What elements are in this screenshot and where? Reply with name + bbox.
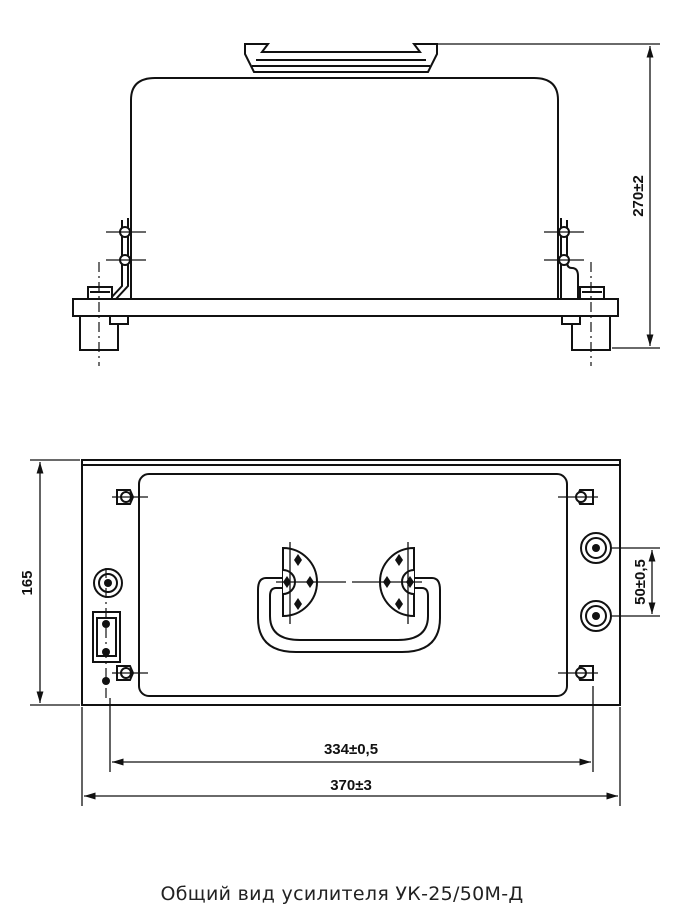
- top-handle: [244, 43, 438, 73]
- inner-length-dimension: 334±0,5: [109, 686, 594, 772]
- right-terminals: [580, 532, 612, 632]
- right-bracket: [544, 218, 605, 300]
- inner-housing: [138, 473, 568, 697]
- overall-length-dimension: 370±3: [81, 707, 621, 806]
- corner-screw-bottom-left: [112, 665, 148, 681]
- housing-body: [130, 77, 559, 300]
- left-bracket: [87, 218, 146, 300]
- height-dimension: 270±2: [437, 43, 660, 349]
- corner-screw-bottom-right: [558, 665, 598, 681]
- outer-plate: [81, 459, 621, 706]
- hole-spacing-label: 50±0,5: [632, 559, 649, 605]
- handle-top-view: [257, 542, 441, 653]
- corner-screw-top-right: [558, 489, 598, 505]
- side-view: 270±2: [72, 43, 660, 366]
- top-view: 165 50±0,5 334±0,5 370±3: [19, 459, 660, 806]
- left-terminal: [92, 568, 123, 700]
- height-dimension-label: 270±2: [630, 175, 647, 217]
- overall-length-label: 370±3: [330, 777, 372, 794]
- depth-dimension-label: 165: [19, 570, 36, 595]
- hole-spacing-dimension: 50±0,5: [612, 547, 660, 617]
- base-plate: [72, 298, 619, 317]
- figure-caption: Общий вид усилителя УК-25/50М-Д: [160, 883, 524, 905]
- depth-dimension: 165: [19, 459, 80, 706]
- inner-length-label: 334±0,5: [324, 741, 378, 758]
- corner-screw-top-left: [112, 489, 148, 505]
